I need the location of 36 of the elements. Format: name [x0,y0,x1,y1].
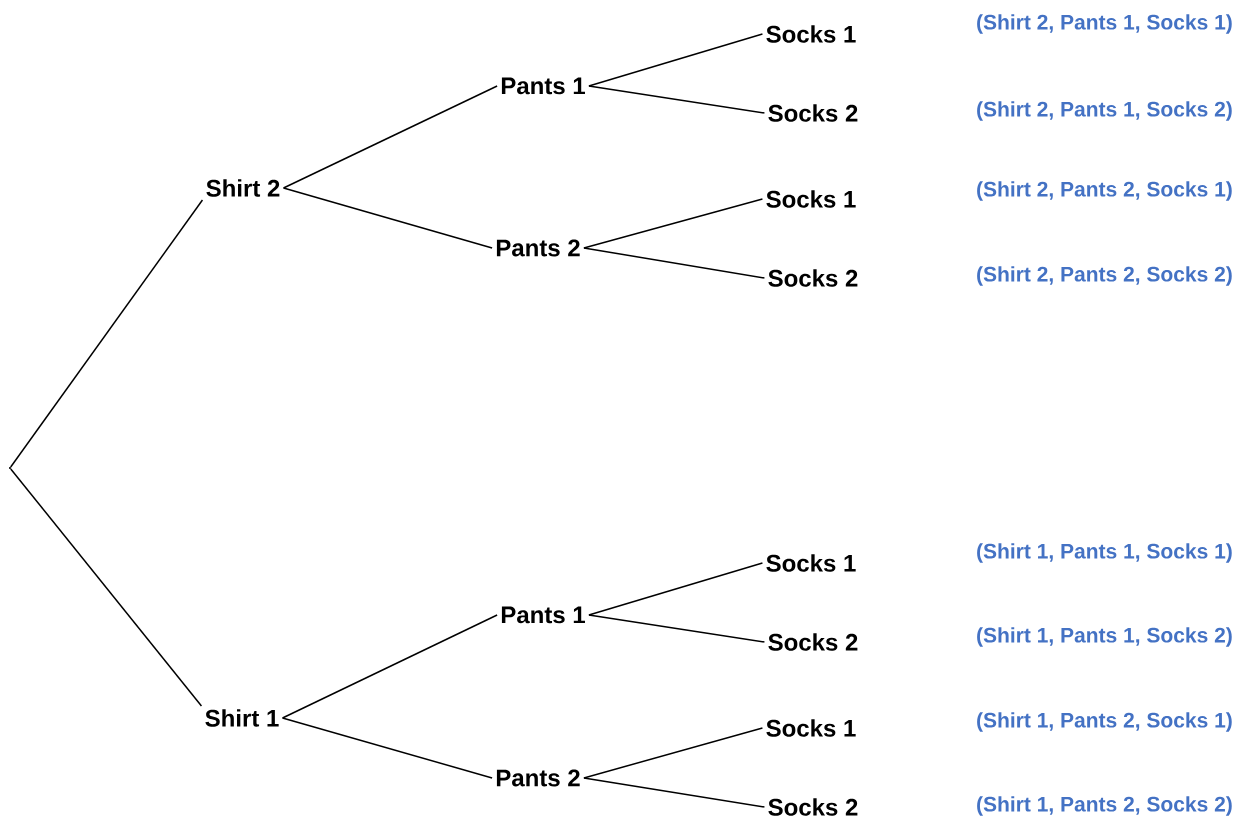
outcome-label: (Shirt 1, Pants 2, Socks 2) [977,796,1232,816]
tree-label: Socks 1 [766,25,856,43]
tree-label: Socks 1 [766,190,856,208]
outcome-label: (Shirt 2, Pants 2, Socks 2) [977,266,1232,286]
tree-label: Socks 2 [768,798,858,816]
tree-label: Shirt 2 [206,179,280,197]
tree-label: Pants 2 [496,239,580,257]
branch-line [588,85,766,114]
tree-label: Socks 1 [766,719,856,737]
outcome-label: (Shirt 2, Pants 1, Socks 2) [977,101,1232,121]
outcome-label: (Shirt 1, Pants 1, Socks 1) [977,543,1232,563]
branch-line [281,717,493,779]
tree-label: Pants 2 [496,769,580,787]
branch-line [583,247,766,279]
branch-line [583,777,766,808]
branch-line [583,727,764,779]
tree-label: Socks 2 [768,104,858,122]
tree-label: Socks 1 [766,554,856,572]
branch-line [10,468,203,707]
branch-line [583,198,764,249]
branch-line [282,85,498,189]
branch-line [281,614,498,719]
outcome-label: (Shirt 2, Pants 1, Socks 1) [977,14,1232,34]
tree-label: Socks 2 [768,633,858,651]
branch-line [588,614,766,643]
branch-line [588,33,764,87]
tree-label: Socks 2 [768,269,858,287]
outcome-label: (Shirt 2, Pants 2, Socks 1) [977,181,1232,201]
outcome-label: (Shirt 1, Pants 2, Socks 1) [977,712,1232,732]
branch-line [588,562,764,616]
branch-line [9,199,204,468]
tree-label: Shirt 1 [205,709,279,727]
outcome-label: (Shirt 1, Pants 1, Socks 2) [977,627,1232,647]
branch-line [282,187,493,249]
tree-label: Pants 1 [501,606,585,624]
tree-label: Pants 1 [501,77,585,95]
